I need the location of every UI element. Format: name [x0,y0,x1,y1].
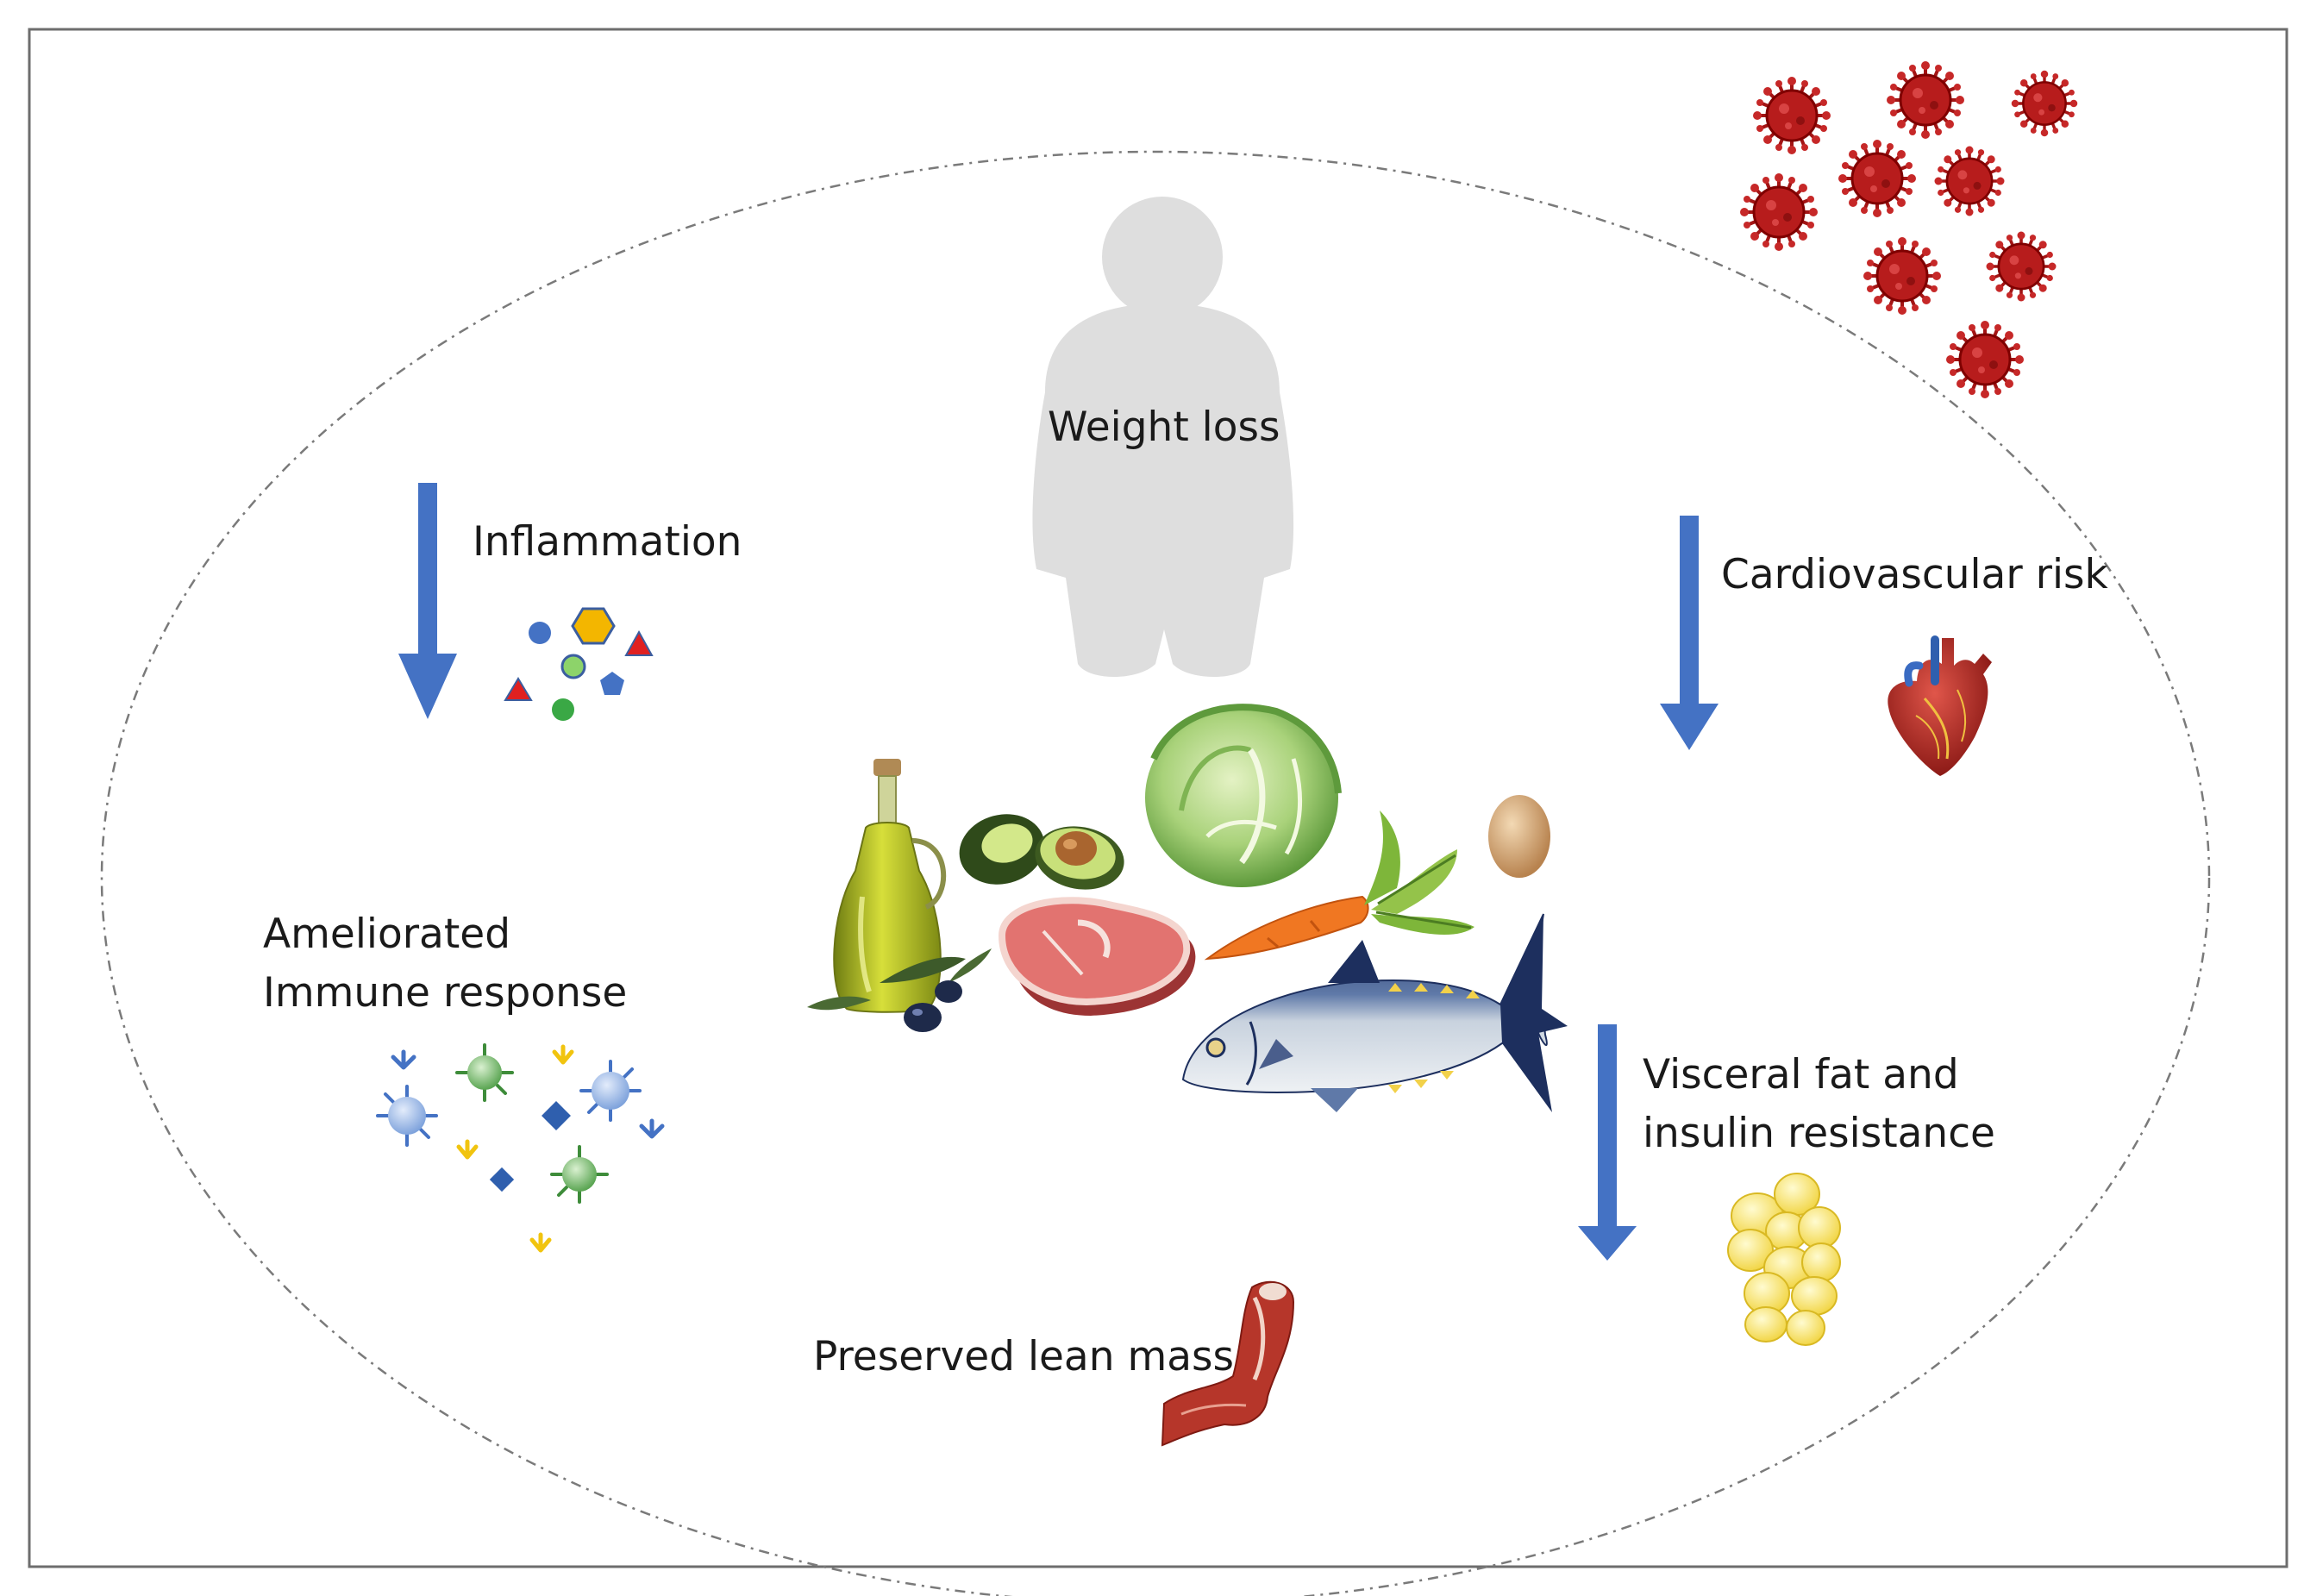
muscle-arm-icon [1161,1280,1295,1447]
visceral-fat-arrow [1578,1024,1637,1261]
avocado-icon [959,814,1124,890]
visceral-fat-label-line2: insulin resistance [1643,1110,1995,1157]
inflammation-label: Inflammation [473,518,742,566]
fat-cells-icon [1727,1173,1841,1346]
immune-label-line2: Immune response [263,969,628,1017]
carrot-icon [1204,811,1474,961]
weight-loss-label: Weight loss [1048,404,1280,451]
cardiovascular-arrow [1660,516,1719,750]
immune-cells-icon [376,1043,665,1253]
cytokine-shapes-icon [504,607,654,721]
heart-icon [1888,635,1992,776]
visceral-fat-label-line1: Visceral fat and [1643,1051,1959,1098]
olive-oil-bottle-icon [833,759,947,1013]
egg-icon [1488,795,1550,878]
boundary-ellipse [101,151,2210,1596]
steak-icon [998,897,1196,1016]
cabbage-icon [1145,704,1342,887]
lean-mass-label: Preserved lean mass [813,1333,1235,1380]
immune-label-line1: Ameliorated [263,911,511,958]
inflammation-arrow [398,483,457,719]
person-silhouette-icon [1032,197,1294,677]
cardiovascular-risk-label: Cardiovascular risk [1721,551,2108,598]
olives-icon [807,948,992,1032]
tuna-fish-icon [1181,913,1568,1112]
